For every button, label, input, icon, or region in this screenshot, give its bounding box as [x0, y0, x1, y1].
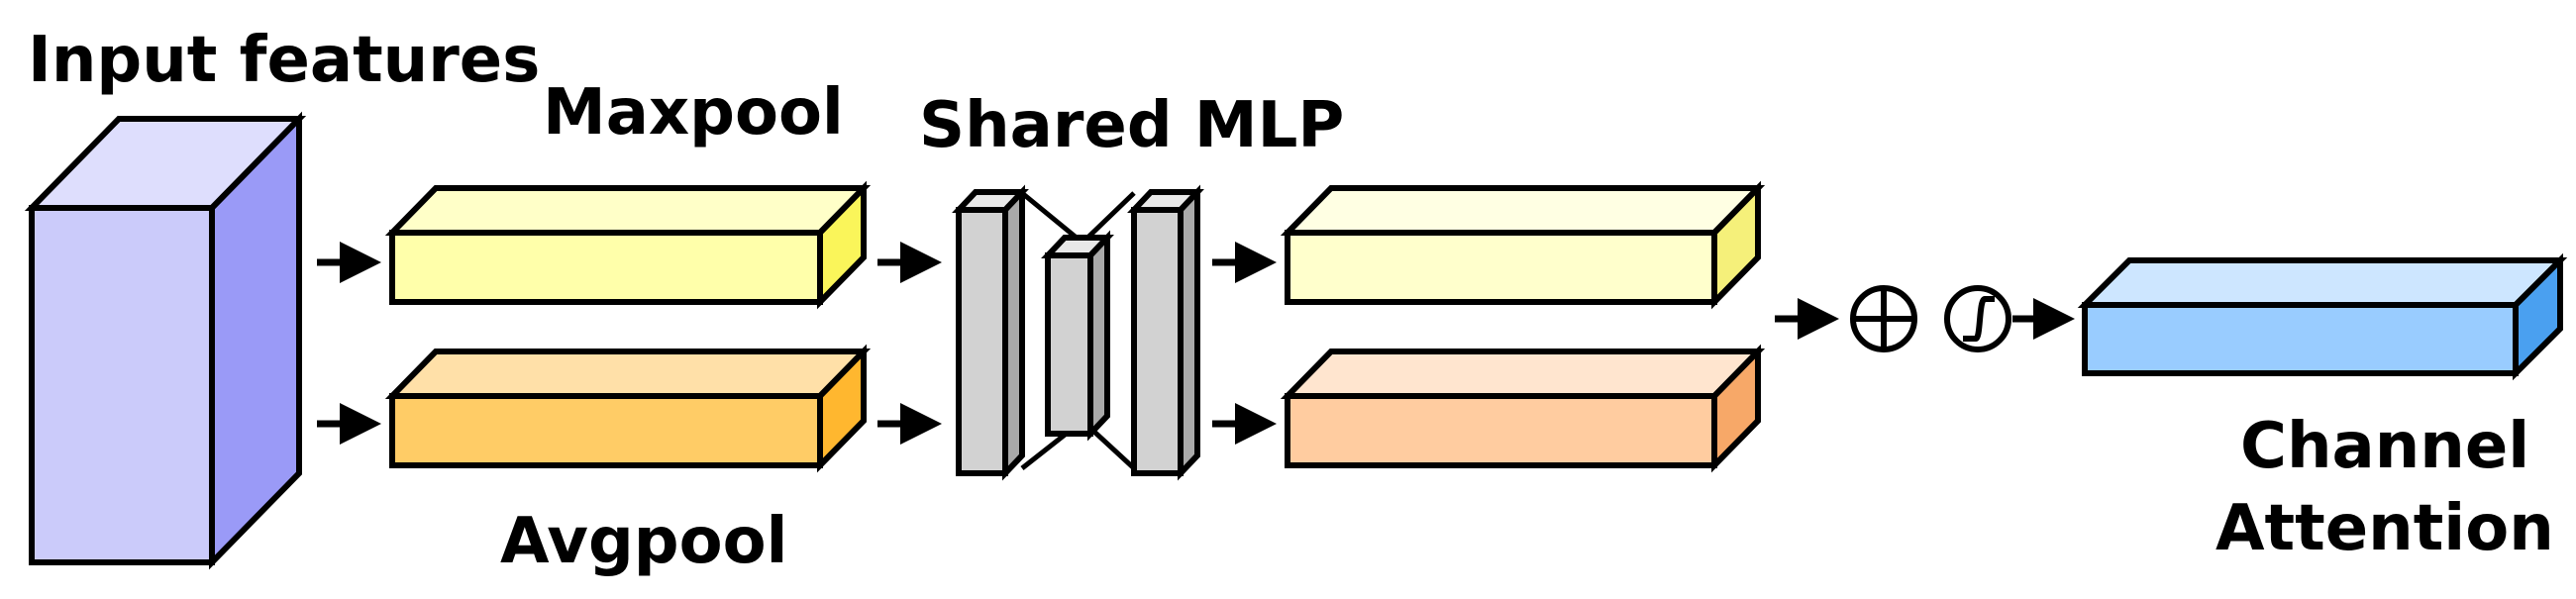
input-features-block	[24, 111, 307, 570]
input-features-label: Input features	[28, 24, 540, 97]
maxpool-top-face	[384, 185, 872, 236]
shared-mlp-block	[952, 184, 1204, 481]
sigmoid-icon	[1944, 285, 2011, 352]
mlp-layer-1	[952, 184, 1029, 481]
channel-attention-label-line2: Attention	[2215, 492, 2554, 565]
channel-attention-block	[2077, 252, 2568, 381]
maxpool-label: Maxpool	[543, 76, 844, 150]
avgpool-label: Avgpool	[500, 505, 787, 578]
avgpool-block	[384, 344, 872, 473]
mlp-layer-3	[1127, 184, 1204, 481]
shared-mlp-label: Shared MLP	[919, 89, 1344, 162]
avgpool-top-face	[384, 349, 872, 399]
input-front-face	[29, 205, 215, 565]
element-wise-sum-icon	[1850, 285, 1917, 352]
mlp-output-avg-block	[1280, 344, 1766, 473]
mlp-layer-2	[1041, 230, 1114, 442]
channel-attention-label-line1: Channel	[2240, 410, 2529, 483]
avgpool-front-face	[389, 393, 823, 468]
mlp-output-max-block	[1280, 180, 1766, 310]
maxpool-block	[384, 180, 872, 310]
maxpool-front-face	[389, 230, 823, 305]
